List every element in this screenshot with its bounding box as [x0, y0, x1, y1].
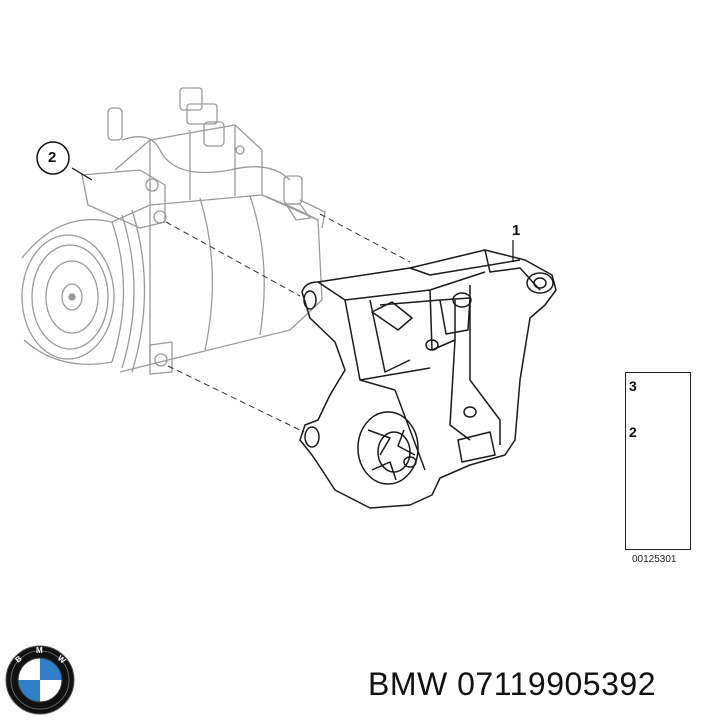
reference-code: 00125301: [632, 554, 677, 565]
part-number-caption: BMW 07119905392: [368, 666, 656, 702]
svg-text:W: W: [56, 654, 68, 666]
legend-box: [625, 372, 691, 550]
callout-number-compressor: 2: [48, 149, 57, 166]
svg-text:B: B: [14, 654, 24, 665]
svg-text:M: M: [36, 646, 43, 655]
compressor-drawing: [21, 87, 326, 375]
bracket-drawing: [299, 249, 557, 509]
callout-leaders: [71, 167, 514, 262]
alignment-lines: [165, 213, 411, 433]
bmw-logo-icon: B M W: [5, 645, 75, 715]
legend-item-number: 2: [629, 424, 637, 440]
callout-circle-2: [36, 141, 70, 175]
legend-item-number: 3: [629, 378, 637, 394]
callout-number-bracket: 1: [512, 222, 521, 239]
